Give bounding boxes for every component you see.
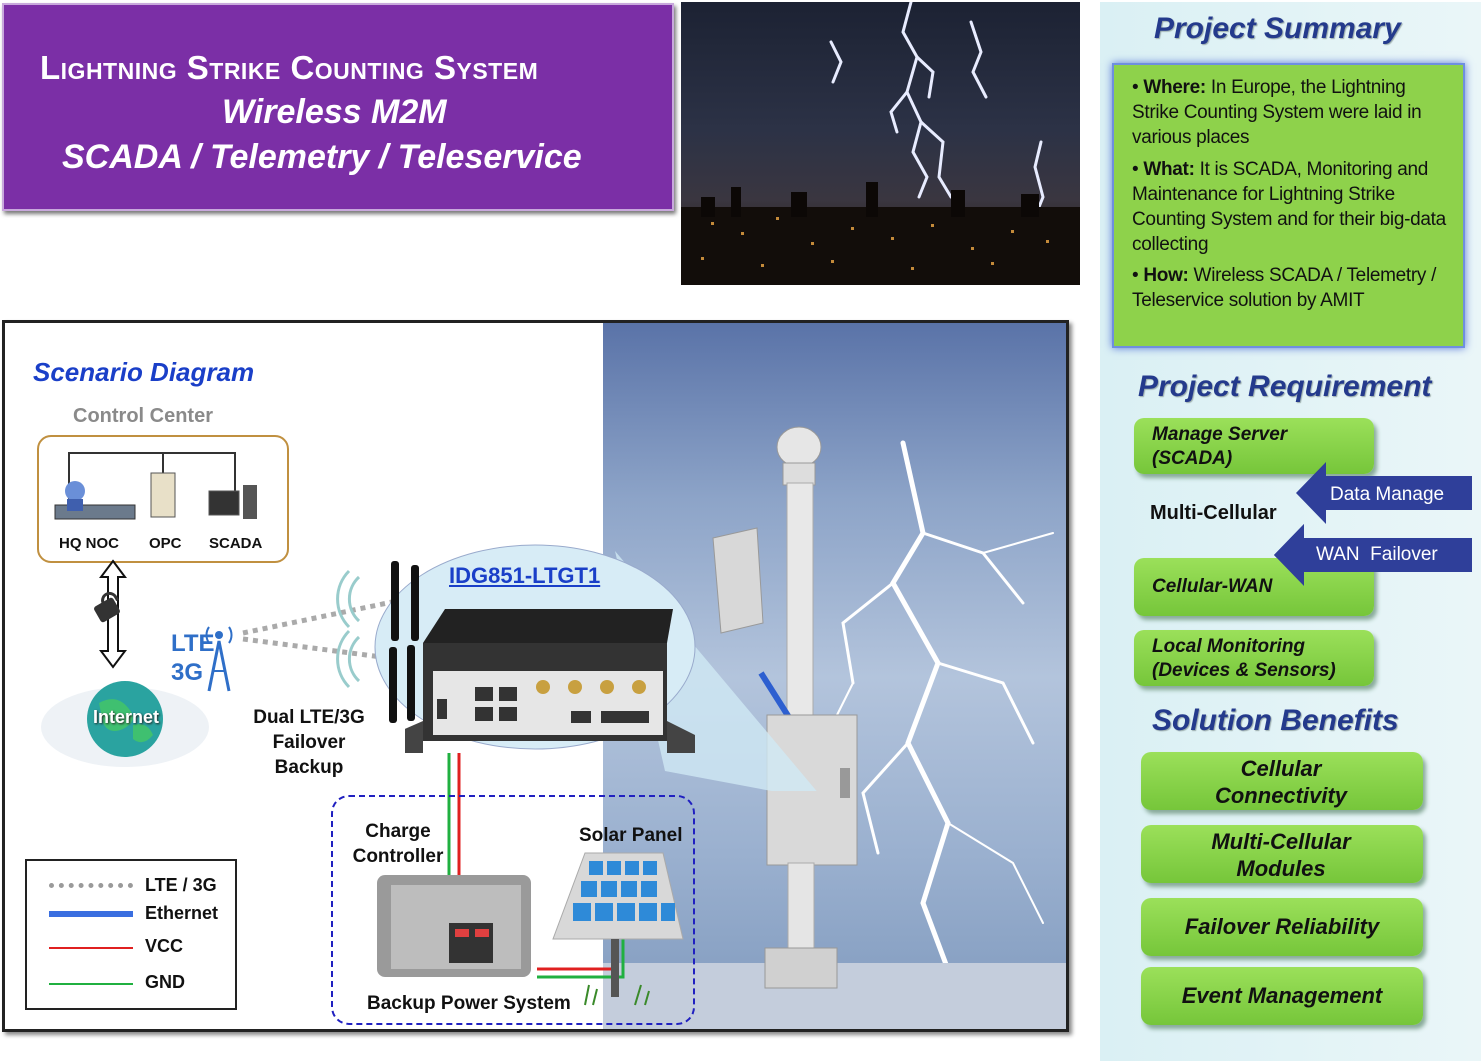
data-manage-label: Data Manage [1330,484,1445,505]
charge-controller-label: Charge Controller [352,821,444,867]
local-monitoring-box: Local Monitoring (Devices & Sensors) [1134,630,1374,686]
solar-panel-label: Solar Panel [579,825,683,846]
hq-noc-label: HQ NOC [59,535,119,552]
legend-ethernet-line [49,911,133,917]
wireless-link-lines [242,598,398,662]
lightning-bolts-icon [681,2,1080,285]
internet-label: Internet [93,707,160,727]
benefit-failover-reliability: Failover Reliability [1141,898,1423,956]
benefit-multi-cellular-modules: Multi-Cellular Modules [1141,825,1423,883]
internet-cloud-icon [41,681,209,767]
charge-controller-icon [377,875,531,977]
legend-gnd-label: GND [145,972,185,992]
backup-power-box [331,795,695,1025]
legend-ethernet-label: Ethernet [145,903,219,923]
wan-failover-label-overlay: WAN Failover [1316,544,1438,565]
backup-power-label: Backup Power System [367,993,571,1014]
title-line-2: Wireless M2M [222,93,447,131]
cell-tower-icon [205,626,233,692]
lightning-city-photo [681,2,1080,285]
legend-gnd-line [49,983,133,985]
title-line-3: SCADA / Telemetry / Teleservice [62,138,582,176]
wan-failover-arrow-overlay-icon [1274,524,1472,586]
secure-link-arrow-icon [94,559,127,669]
wireless-signal-icon [336,569,361,689]
legend-vcc-label: VCC [145,936,184,956]
legend-box: LTE / 3G Ethernet VCC GND [25,859,237,1010]
legend-vcc-line [49,947,133,949]
summary-item-what: • What: It is SCADA, Monitoring and Main… [1132,159,1446,255]
router-antennas-icon [389,561,419,723]
benefit-event-management: Event Management [1141,967,1423,1025]
multi-cellular-label: Multi-Cellular [1150,502,1277,524]
device-model-label: IDG851-LTGT1 [449,563,601,588]
benefit-cellular-connectivity: Cellular Connectivity [1141,752,1423,810]
solution-benefits-heading: Solution Benefits [1152,704,1399,737]
lightning-counter-pole-icon [712,426,858,989]
solar-panel-icon [552,852,684,1006]
summary-item-how: • How: Wireless SCADA / Telemetry / Tele… [1132,265,1437,311]
control-center-network-icon [54,452,257,520]
legend-lte-line [49,883,133,888]
data-manage-arrow-icon [1296,462,1472,524]
manage-server-box: Manage Server (SCADA) [1134,418,1374,474]
control-center-box [37,435,289,563]
opc-label: OPC [149,535,182,552]
summary-item-where: • Where: In Europe, the Lightning Strike… [1132,77,1422,148]
scada-label: SCADA [209,535,263,552]
project-requirement-heading: Project Requirement [1138,370,1432,403]
title-line-1: Lightning Strike Counting System [40,49,539,86]
project-summary-box: • Where: In Europe, the Lightning Strike… [1112,63,1465,348]
3g-label: 3G [171,659,204,686]
dual-failover-label: Dual LTE/3G Failover Backup [253,707,365,778]
control-center-label: Control Center [73,405,213,427]
idg851-router-icon [405,609,695,753]
scenario-diagram-heading: Scenario Diagram [33,357,255,387]
legend-lte-label: LTE / 3G [145,875,217,895]
project-summary-heading: Project Summary [1154,12,1401,45]
scenario-diagram-frame: Scenario Diagram Control Center HQ NOC O… [2,320,1069,1032]
title-banner: Lightning Strike Counting System Wireles… [2,3,674,211]
